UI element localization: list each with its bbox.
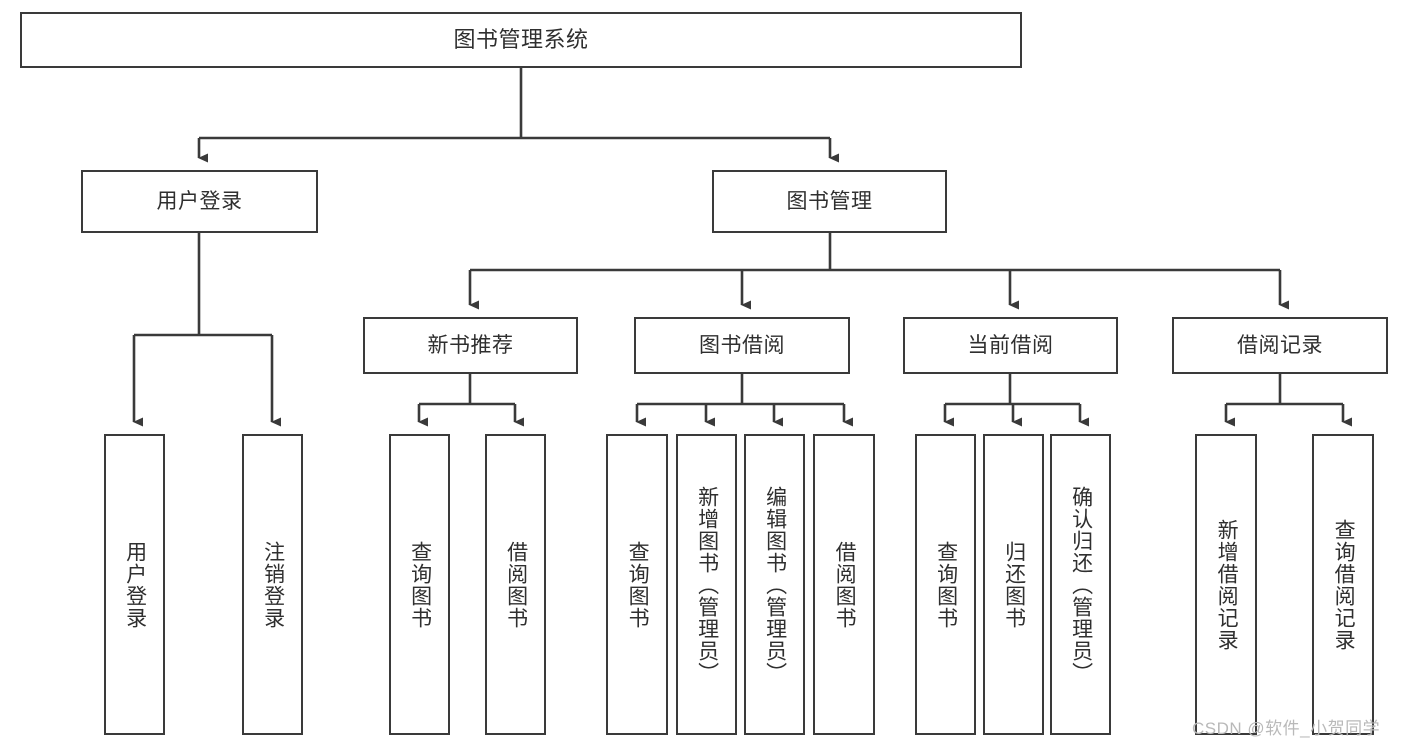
node-leaf-user-login[interactable]: 用户登录	[104, 434, 165, 735]
node-leaf-query-book-current-label: 查询图书	[934, 540, 958, 629]
node-current-borrow-label: 当前借阅	[967, 333, 1054, 357]
node-current-borrow[interactable]: 当前借阅	[903, 317, 1118, 374]
node-leaf-logout[interactable]: 注销登录	[242, 434, 303, 735]
edge-group-borrow-record	[1224, 374, 1352, 427]
node-leaf-query-book-recommend-label: 查询图书	[408, 540, 432, 629]
edge-group-current-borrow	[943, 374, 1089, 427]
node-root-system[interactable]: 图书管理系统	[20, 12, 1022, 68]
node-new-book-recommend-label: 新书推荐	[427, 333, 514, 357]
node-leaf-edit-book-label: 编辑图书（管理员）	[763, 485, 787, 684]
node-leaf-borrow-book[interactable]: 借阅图书	[813, 434, 875, 735]
node-borrow-record-label: 借阅记录	[1237, 333, 1323, 357]
node-leaf-user-login-label: 用户登录	[123, 540, 147, 629]
edge-group-book-borrow	[635, 374, 853, 427]
edge-group-book-manage	[468, 233, 1289, 310]
node-leaf-add-borrow-record[interactable]: 新增借阅记录	[1195, 434, 1257, 735]
node-leaf-query-borrow-record[interactable]: 查询借阅记录	[1312, 434, 1374, 735]
node-leaf-add-book[interactable]: 新增图书（管理员）	[676, 434, 737, 735]
node-leaf-borrow-book-label: 借阅图书	[833, 540, 857, 629]
node-book-manage[interactable]: 图书管理	[712, 170, 947, 233]
edge-group-user-login	[132, 233, 281, 427]
node-leaf-borrow-book-recommend-label: 借阅图书	[504, 540, 528, 629]
node-leaf-edit-book[interactable]: 编辑图书（管理员）	[744, 434, 805, 735]
node-leaf-query-book-borrow-label: 查询图书	[626, 540, 650, 629]
node-borrow-record[interactable]: 借阅记录	[1172, 317, 1388, 374]
csdn-watermark: CSDN @软件_小贺同学	[1192, 719, 1381, 738]
node-root-system-label: 图书管理系统	[453, 26, 589, 52]
node-leaf-borrow-book-recommend[interactable]: 借阅图书	[485, 434, 546, 735]
edge-group-new-book-rec	[417, 374, 524, 427]
node-leaf-query-book-current[interactable]: 查询图书	[915, 434, 976, 735]
node-book-borrow-label: 图书借阅	[699, 333, 785, 357]
node-leaf-logout-label: 注销登录	[261, 540, 285, 629]
node-leaf-query-borrow-record-label: 查询借阅记录	[1332, 518, 1356, 651]
node-user-login-label: 用户登录	[156, 189, 243, 213]
node-leaf-confirm-return[interactable]: 确认归还（管理员）	[1050, 434, 1111, 735]
edge-group-root	[197, 68, 839, 163]
node-book-manage-label: 图书管理	[786, 189, 873, 213]
node-new-book-recommend[interactable]: 新书推荐	[363, 317, 578, 374]
node-leaf-query-book-recommend[interactable]: 查询图书	[389, 434, 450, 735]
node-leaf-confirm-return-label: 确认归还（管理员）	[1069, 485, 1093, 684]
node-leaf-add-borrow-record-label: 新增借阅记录	[1215, 518, 1239, 651]
node-user-login[interactable]: 用户登录	[81, 170, 318, 233]
node-leaf-add-book-label: 新增图书（管理员）	[695, 485, 719, 684]
node-leaf-return-book-label: 归还图书	[1002, 540, 1026, 629]
node-leaf-return-book[interactable]: 归还图书	[983, 434, 1044, 735]
node-leaf-query-book-borrow[interactable]: 查询图书	[606, 434, 668, 735]
node-book-borrow[interactable]: 图书借阅	[634, 317, 850, 374]
